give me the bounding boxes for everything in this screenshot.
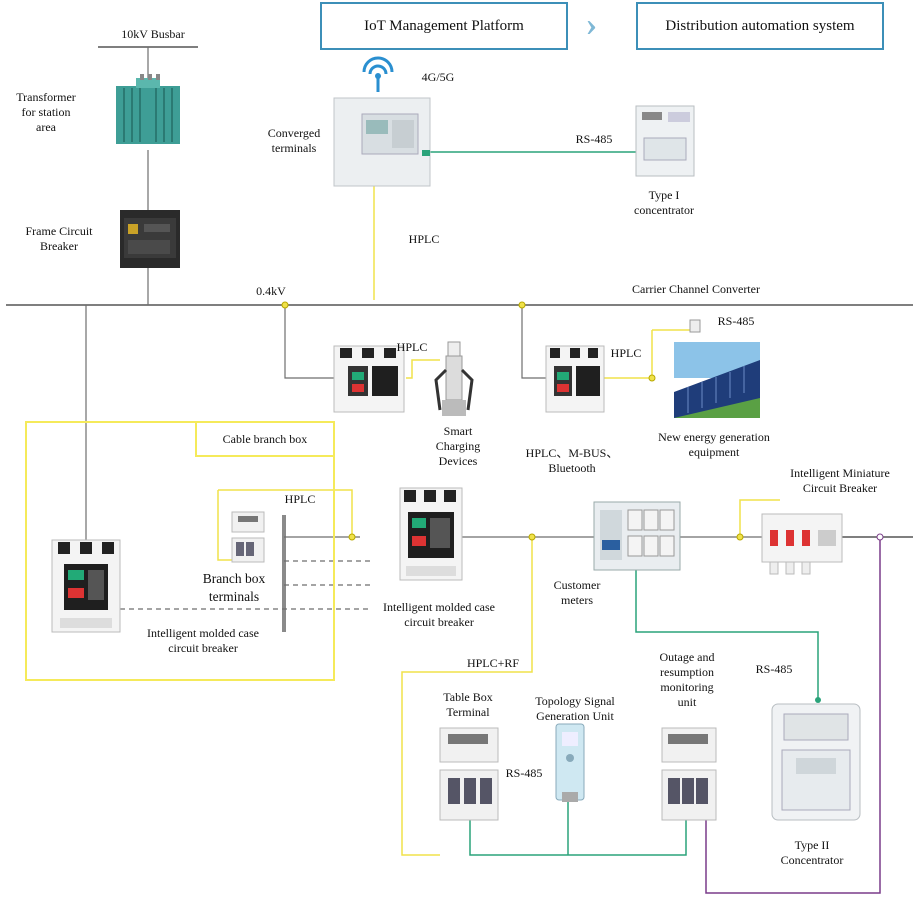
solar-feeder-line	[521, 305, 546, 379]
junction-dot	[876, 533, 884, 541]
distribution-system-box: Distribution automation system	[636, 2, 884, 50]
mcb-label: Intelligent Miniature Circuit Breaker	[790, 466, 890, 495]
junction-dot	[648, 374, 656, 382]
junction-dot	[736, 533, 744, 541]
junction-dot	[281, 301, 289, 309]
iot-platform-label: IoT Management Platform	[364, 17, 524, 34]
hplc-branch-label: HPLC	[284, 492, 316, 506]
rs485-module-icon	[689, 319, 701, 333]
iot-platform-box: IoT Management Platform	[320, 2, 568, 50]
kv04-label: 0.4kV	[256, 284, 286, 298]
type2-concentrator-image	[771, 703, 861, 821]
hplc-solar-label: HPLC	[610, 346, 642, 360]
mccb-left-label: Intelligent molded case circuit breaker	[147, 626, 259, 655]
left-mccb-image	[51, 539, 121, 633]
branch-terminal-image	[231, 511, 265, 563]
topology-unit-image	[555, 723, 585, 802]
type1-concentrator-image	[635, 105, 695, 177]
busbar-label: 10kV Busbar	[121, 27, 185, 41]
branch-terminals-label: Branch box terminals	[202, 571, 266, 604]
charging-device-image	[434, 341, 474, 416]
junction-dot	[815, 697, 821, 703]
table-box-terminal-image	[439, 727, 499, 821]
mcb-image	[761, 513, 843, 575]
bottom-rs485-line	[469, 820, 687, 856]
rs485-right-label: RS-485	[755, 662, 793, 676]
meters-green-line	[635, 570, 819, 702]
cable-branch-box-label: Cable branch box	[222, 432, 308, 446]
converged-terminal-image	[333, 97, 431, 187]
converged-terminals-label: Converged terminals	[267, 126, 321, 155]
type1-label: Type I concentrator	[634, 188, 694, 217]
mccb-mid-label: Intelligent molded case circuit breaker	[383, 600, 495, 629]
charging-feeder-line	[284, 305, 334, 379]
transformer-label: Transformer for station area	[16, 90, 76, 134]
customer-meters-label: Customer meters	[553, 578, 601, 607]
branch-hplc-line	[217, 490, 236, 561]
wireless-label: 4G/5G	[421, 70, 455, 84]
solar-panel-image	[674, 342, 760, 418]
topology-label: Topology Signal Generation Unit	[535, 694, 615, 723]
cable-branch-box-tab	[195, 422, 334, 457]
outage-unit-image	[661, 727, 717, 821]
transformer-image	[116, 74, 180, 144]
type2-label: Type II Concentrator	[780, 838, 844, 867]
hplc-rf-line	[401, 537, 533, 856]
rs485-bottom-label: RS-485	[505, 766, 543, 780]
junction-dot	[528, 533, 536, 541]
wifi-signal-icon	[362, 56, 394, 92]
table-box-label: Table Box Terminal	[443, 690, 493, 719]
outage-label: Outage and resumption monitoring unit	[659, 650, 715, 709]
junction-dot	[518, 301, 526, 309]
rs485-top-label: RS-485	[575, 132, 613, 146]
distribution-system-label: Distribution automation system	[665, 17, 855, 34]
purple-signal-line	[705, 537, 881, 894]
mcb-hplc-line	[739, 499, 780, 537]
mid-mccb-image	[399, 487, 463, 581]
hplc-rf-label: HPLC+RF	[466, 656, 520, 670]
new-energy-label: New energy generation equipment	[658, 430, 770, 459]
branch-hplc-top-line	[218, 489, 353, 537]
charging-hplc-line	[406, 359, 440, 379]
hplc-charging-label: HPLC	[396, 340, 428, 354]
hplc-mbus-label: HPLC、M-BUS、 Bluetooth	[525, 446, 619, 475]
cable-branch-box-frame	[25, 421, 335, 681]
charging-mccb-image	[333, 345, 405, 413]
frame-breaker-image	[120, 210, 180, 268]
hplc-converged-label: HPLC	[408, 232, 440, 246]
solar-mccb-image	[545, 345, 605, 413]
frame-breaker-label: Frame Circuit Breaker	[25, 224, 93, 253]
carrier-converter-label: Carrier Channel Converter	[632, 282, 760, 296]
charging-label: Smart Charging Devices	[435, 424, 481, 468]
junction-dot	[348, 533, 356, 541]
rs485-solar-label: RS-485	[717, 314, 755, 328]
customer-meters-image	[593, 501, 681, 571]
